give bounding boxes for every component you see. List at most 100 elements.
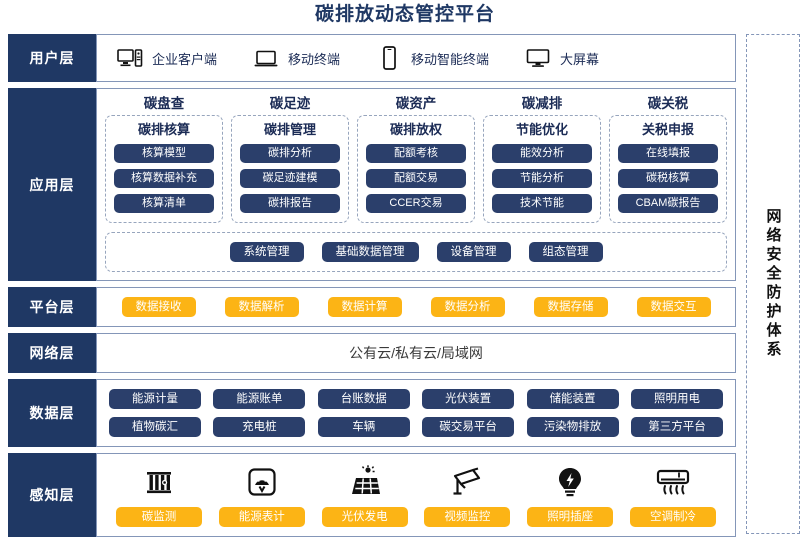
data-source-cell[interactable]: 第三方平台 [630,417,723,437]
app-column-carbon-tariff: 碳关税 关税申报 在线填报 碳税核算 CBAM碳报告 [609,95,727,223]
sense-device-label: 能源表计 [218,507,305,527]
management-pill-basic-data[interactable]: 基础数据管理 [321,242,419,262]
layer-label-user: 用户层 [8,34,96,82]
sense-device-label: 光伏发电 [321,507,408,527]
user-terminal-row: 企业客户端 移动终端 [97,35,735,81]
desktop-tower-icon [115,45,145,71]
app-feature-pill[interactable]: 核算清单 [114,194,214,213]
app-feature-pill[interactable]: 碳税核算 [618,169,718,188]
app-feature-pill[interactable]: 在线填报 [618,144,718,163]
user-terminal-mobile[interactable]: 移动终端 [251,45,340,71]
app-feature-pill[interactable]: 核算模型 [114,144,214,163]
app-column-title: 碳资产 [395,96,437,111]
data-source-cell[interactable]: 能源账单 [213,389,306,409]
page-title: 碳排放动态管控平台 [314,4,495,25]
app-feature-pill[interactable]: 配额交易 [366,169,466,188]
platform-pill-data-compute[interactable]: 数据计算 [327,297,402,317]
data-source-cell[interactable]: 碳交易平台 [422,417,515,437]
application-management-box: 系统管理 基础数据管理 设备管理 组态管理 [105,232,727,272]
app-module-title: 碳排核算 [137,122,190,137]
app-module-title: 碳排放权 [389,122,442,137]
app-feature-pill[interactable]: 碳排分析 [240,144,340,163]
data-source-cell[interactable]: 能源计量 [109,389,201,409]
layer-label-application: 应用层 [8,88,96,281]
app-feature-pill[interactable]: 碳排报告 [240,194,340,213]
energy-meter-icon [245,462,279,502]
smartphone-icon [374,45,404,71]
data-source-cell[interactable]: 光伏装置 [422,389,515,409]
cctv-camera-icon [449,462,485,502]
sense-device-carbon-monitor[interactable]: 碳监测 [109,462,209,527]
layer-label-network: 网络层 [8,333,96,373]
data-source-cell[interactable]: 储能装置 [526,389,619,409]
platform-pill-data-storage[interactable]: 数据存储 [533,297,608,317]
app-module-box: 碳排放权 配额考核 配额交易 CCER交易 [357,115,475,223]
layer-platform: 平台层 数据接收 数据解析 数据计算 数据分析 数据存储 数据交互 [8,287,736,327]
data-source-cell[interactable]: 台账数据 [317,389,410,409]
user-terminal-label: 大屏幕 [560,51,600,67]
user-terminal-big-screen[interactable]: 大屏幕 [523,45,599,71]
app-feature-pill[interactable]: 技术节能 [492,194,592,213]
data-source-cell[interactable]: 车辆 [317,417,410,437]
data-source-row: 能源计量 能源账单 台账数据 光伏装置 储能装置 照明用电 [109,389,723,409]
user-terminal-label: 移动终端 [288,51,341,67]
app-feature-pill[interactable]: 碳足迹建模 [240,169,340,188]
application-columns: 碳盘查 碳排核算 核算模型 核算数据补充 核算清单 碳足迹 碳排管理 碳排分析 [105,95,727,223]
sense-device-energy-meter[interactable]: 能源表计 [212,462,312,527]
management-pill-system[interactable]: 系统管理 [229,242,304,262]
app-module-box: 碳排核算 核算模型 核算数据补充 核算清单 [105,115,223,223]
solar-panel-icon [347,462,383,502]
app-feature-pill[interactable]: 核算数据补充 [114,169,214,188]
layer-body-sense: 碳监测 能源表 [96,453,736,537]
platform-capability-row: 数据接收 数据解析 数据计算 数据分析 数据存储 数据交互 [97,288,735,326]
data-source-grid: 能源计量 能源账单 台账数据 光伏装置 储能装置 照明用电 植物碳汇 充电桩 车… [97,380,735,446]
layer-body-data: 能源计量 能源账单 台账数据 光伏装置 储能装置 照明用电 植物碳汇 充电桩 车… [96,379,736,447]
app-module-box: 关税申报 在线填报 碳税核算 CBAM碳报告 [609,115,727,223]
network-security-label: 网络安全防护体系 [764,208,782,360]
data-source-cell[interactable]: 照明用电 [630,389,723,409]
sense-device-lighting[interactable]: 照明插座 [520,462,620,527]
sense-device-cctv[interactable]: 视频监控 [417,462,517,527]
management-pill-device[interactable]: 设备管理 [436,242,511,262]
app-module-box: 碳排管理 碳排分析 碳足迹建模 碳排报告 [231,115,349,223]
sense-device-solar[interactable]: 光伏发电 [315,462,415,527]
app-feature-pill[interactable]: 节能分析 [492,169,592,188]
layer-data: 数据层 能源计量 能源账单 台账数据 光伏装置 储能装置 照明用电 植物碳汇 充… [8,379,736,447]
app-feature-pill[interactable]: 配额考核 [366,144,466,163]
data-source-cell[interactable]: 植物碳汇 [109,417,201,437]
air-conditioner-icon [654,462,692,502]
data-source-cell[interactable]: 充电桩 [213,417,306,437]
user-terminal-label: 企业客户端 [152,51,218,67]
layer-label-data: 数据层 [8,379,96,447]
user-terminal-enterprise-client[interactable]: 企业客户端 [115,45,217,71]
management-pill-configuration[interactable]: 组态管理 [528,242,603,262]
user-terminal-smart-mobile[interactable]: 移动智能终端 [374,45,489,71]
layer-label-sense: 感知层 [8,453,96,537]
app-feature-pill[interactable]: CCER交易 [366,194,466,213]
sense-device-grid: 碳监测 能源表 [97,454,735,536]
app-feature-pill[interactable]: CBAM碳报告 [618,194,718,213]
app-module-title: 碳排管理 [263,122,316,137]
app-column-carbon-asset: 碳资产 碳排放权 配额考核 配额交易 CCER交易 [357,95,475,223]
data-source-cell[interactable]: 污染物排放 [526,417,619,437]
layer-user: 用户层 [8,34,736,82]
layer-body-platform: 数据接收 数据解析 数据计算 数据分析 数据存储 数据交互 [96,287,736,327]
platform-pill-data-parse[interactable]: 数据解析 [224,297,299,317]
app-module-title: 关税申报 [641,122,694,137]
app-module-box: 节能优化 能效分析 节能分析 技术节能 [483,115,601,223]
platform-pill-data-exchange[interactable]: 数据交互 [636,297,711,317]
layer-label-platform: 平台层 [8,287,96,327]
app-feature-pill[interactable]: 能效分析 [492,144,592,163]
platform-pill-data-receive[interactable]: 数据接收 [121,297,196,317]
app-module-title: 节能优化 [515,122,568,137]
app-column-carbon-reduction: 碳减排 节能优化 能效分析 节能分析 技术节能 [483,95,601,223]
app-column-title: 碳足迹 [269,96,311,111]
platform-pill-data-analysis[interactable]: 数据分析 [430,297,505,317]
app-column-title: 碳关税 [647,96,689,111]
sense-device-hvac[interactable]: 空调制冷 [623,462,723,527]
user-terminal-label: 移动智能终端 [411,51,490,67]
layer-stack: 用户层 [8,34,736,543]
light-bulb-icon [555,462,585,502]
layer-sense: 感知层 [8,453,736,537]
